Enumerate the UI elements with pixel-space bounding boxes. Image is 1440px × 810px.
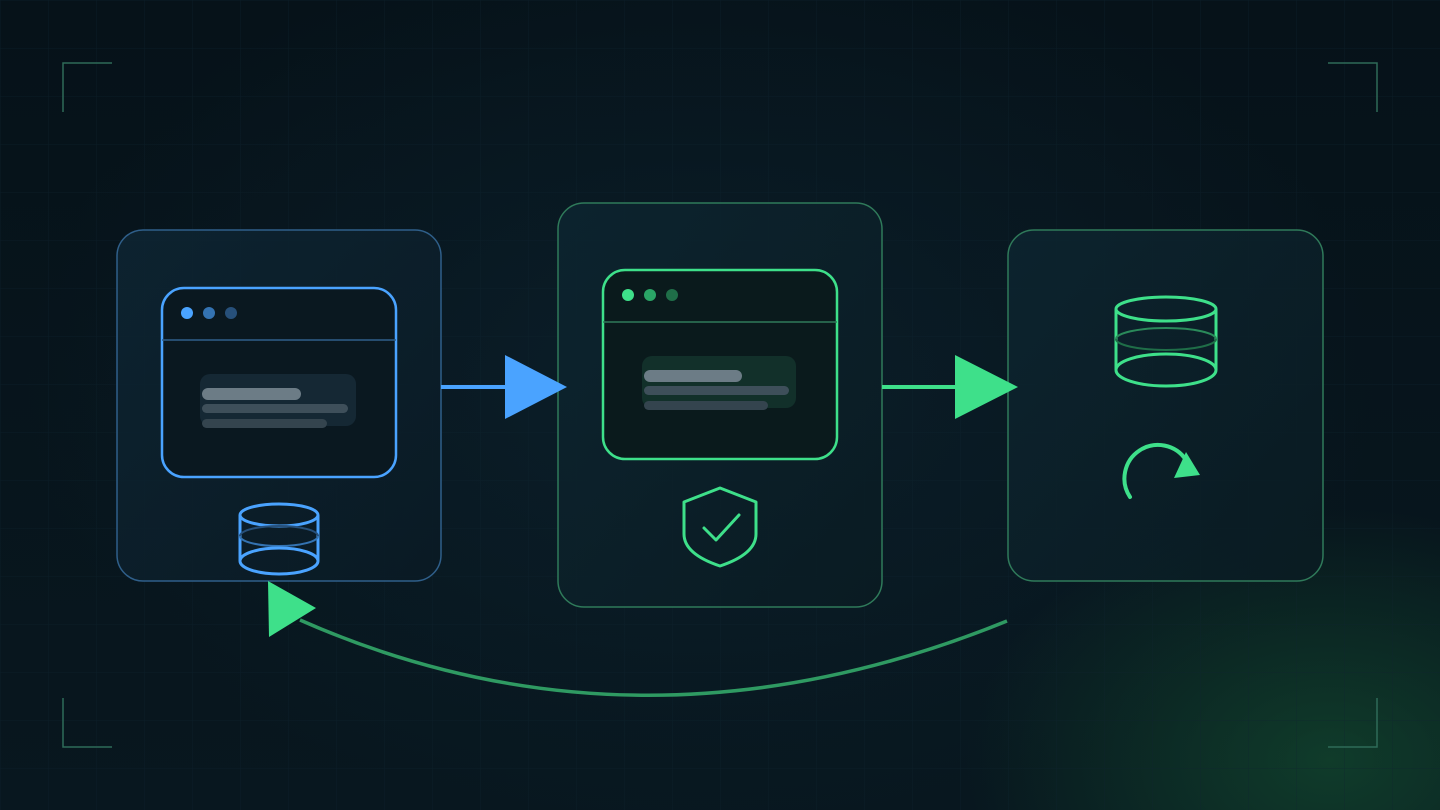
window-dot-1 [181,307,193,319]
database-icon [238,502,320,576]
shield-check-icon [682,486,758,568]
corner-top-right [1328,62,1378,112]
content-line-1 [202,388,301,400]
flow-arrow-icon [505,355,567,419]
window-dot-3 [666,289,678,301]
window-dot-1 [622,289,634,301]
corner-top-left [62,62,112,112]
browser-window-icon [160,286,398,479]
content-line-3 [644,401,768,410]
database-icon [1114,295,1218,388]
window-dot-2 [203,307,215,319]
frame-corners [62,62,1378,748]
edge-source-to-validate [441,355,567,419]
edge-store-to-source [268,581,1008,697]
node-store-panel [1007,229,1324,582]
content-line-2 [202,404,348,413]
refresh-arrow-icon [1122,442,1200,499]
window-dot-3 [225,307,237,319]
corner-bottom-right [1328,698,1378,748]
browser-window-icon [601,268,839,461]
node-source [116,229,442,582]
edge-validate-to-store [882,355,1018,419]
window-dot-2 [644,289,656,301]
content-line-3 [202,419,327,428]
flow-arrow-icon [955,355,1018,419]
node-validate [557,202,883,608]
content-line-2 [644,386,789,395]
return-arrow-icon [268,581,316,637]
corner-bottom-left [62,698,112,748]
content-line-1 [644,370,742,382]
node-store [1007,229,1324,582]
